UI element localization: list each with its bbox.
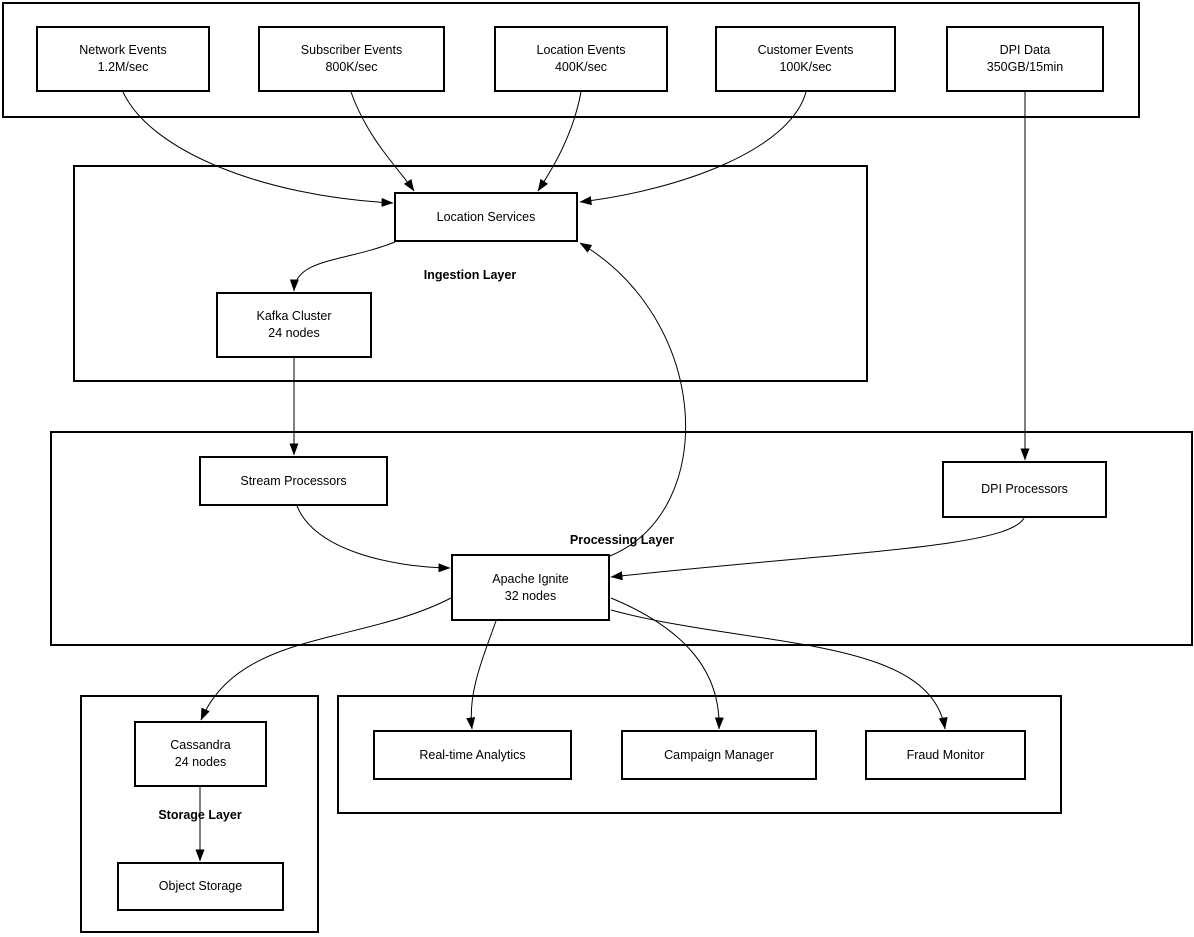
edge-apache-ignite--fraud-monitor xyxy=(610,609,948,730)
node-stream-processors: Stream Processors xyxy=(199,456,388,506)
edge-location-services--kafka-cluster xyxy=(289,241,396,292)
node-sublabel: 350GB/15min xyxy=(986,60,1064,74)
node-dpi-processors: DPI Processors xyxy=(942,461,1107,518)
node-sublabel: 100K/sec xyxy=(779,60,832,74)
node-label: Cassandra xyxy=(170,738,231,752)
node-sublabel: 24 nodes xyxy=(174,755,227,769)
node-label: Fraud Monitor xyxy=(906,747,985,762)
container-sources xyxy=(2,2,1140,118)
node-campaign-manager: Campaign Manager xyxy=(621,730,817,780)
node-apache-ignite: Apache Ignite 32 nodes xyxy=(451,554,610,621)
node-dpi-data: DPI Data 350GB/15min xyxy=(946,26,1104,92)
edge-network-events--location-services xyxy=(122,91,394,207)
container-ingestion-layer xyxy=(73,165,868,382)
edge-customer-events--location-services xyxy=(579,91,807,206)
edge-location-events--location-services xyxy=(537,91,582,192)
node-location-events: Location Events 400K/sec xyxy=(494,26,668,92)
node-label: DPI Processors xyxy=(981,482,1068,496)
node-customer-events: Customer Events 100K/sec xyxy=(715,26,896,92)
edge-apache-ignite--campaign-manager xyxy=(610,597,724,730)
node-label: Customer Events xyxy=(757,43,854,57)
node-label: Location Events xyxy=(536,43,626,57)
edge-apache-ignite--location-services xyxy=(579,242,687,557)
layer-label-ingestion-layer: Ingestion Layer xyxy=(423,268,517,282)
edge-apache-ignite--cassandra xyxy=(200,597,452,721)
node-subscriber-events: Subscriber Events 800K/sec xyxy=(258,26,445,92)
node-sublabel: 32 nodes xyxy=(504,588,557,603)
container-consumers xyxy=(337,695,1062,814)
node-label: Location Services xyxy=(436,209,536,224)
node-network-events: Network Events 1.2M/sec xyxy=(36,26,210,92)
node-label: Real-time Analytics xyxy=(419,747,526,762)
node-fraud-monitor: Fraud Monitor xyxy=(865,730,1026,780)
node-label: Kafka Cluster xyxy=(256,309,332,323)
container-storage-layer xyxy=(80,695,319,933)
edge-subscriber-events--location-services xyxy=(350,91,415,192)
node-label: Network Events xyxy=(79,43,167,57)
edge-dpi-processors--apache-ignite xyxy=(610,517,1025,581)
node-location-services: Location Services xyxy=(394,192,578,242)
node-realtime-analytics: Real-time Analytics xyxy=(373,730,572,780)
layer-label-storage-layer: Storage Layer xyxy=(158,808,242,822)
node-sublabel: 24 nodes xyxy=(268,326,320,340)
node-sublabel: 1.2M/sec xyxy=(97,60,149,74)
node-label: Campaign Manager xyxy=(664,747,774,762)
node-sublabel: 800K/sec xyxy=(325,60,378,74)
node-label: Apache Ignite xyxy=(492,571,569,586)
layer-label-processing-layer: Processing Layer xyxy=(569,533,675,547)
node-kafka-cluster: Kafka Cluster 24 nodes xyxy=(216,292,372,358)
node-cassandra: Cassandra 24 nodes xyxy=(134,721,267,787)
edge-apache-ignite--realtime-analytics xyxy=(466,620,497,730)
node-label: Object Storage xyxy=(158,879,243,893)
node-sublabel: 400K/sec xyxy=(554,60,608,74)
container-processing-layer xyxy=(50,431,1193,646)
node-label: Subscriber Events xyxy=(300,43,403,57)
node-label: DPI Data xyxy=(999,43,1051,57)
node-object-storage: Object Storage xyxy=(117,862,284,911)
edge-stream-processors--apache-ignite xyxy=(296,505,451,573)
node-label: Stream Processors xyxy=(240,473,347,488)
